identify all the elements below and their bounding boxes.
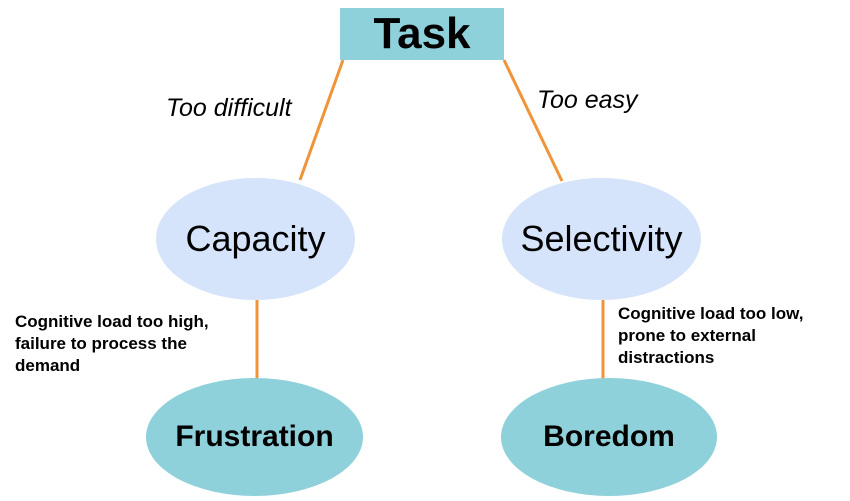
low-load-note-line: distractions xyxy=(618,348,715,367)
too-easy-label: Too easy xyxy=(537,86,638,114)
high-load-note-line: demand xyxy=(15,356,81,375)
low-load-note: Cognitive load too low, prone to externa… xyxy=(618,303,848,369)
selectivity-node: Selectivity xyxy=(502,178,701,300)
low-load-note-line: Cognitive load too low, xyxy=(618,304,804,323)
too-difficult-label: Too difficult xyxy=(166,94,292,122)
boredom-label: Boredom xyxy=(543,420,675,453)
boredom-node: Boredom xyxy=(501,378,717,496)
high-load-note-line: failure to process the xyxy=(15,334,187,353)
frustration-label: Frustration xyxy=(175,420,334,453)
selectivity-label: Selectivity xyxy=(520,218,683,259)
capacity-node: Capacity xyxy=(156,178,355,300)
task-box: Task xyxy=(340,8,504,60)
connector-task-selectivity xyxy=(502,59,564,182)
task-label: Task xyxy=(373,9,471,58)
connector-task-capacity xyxy=(298,59,345,181)
high-load-note: Cognitive load too high, failure to proc… xyxy=(15,311,255,377)
frustration-node: Frustration xyxy=(146,378,363,496)
high-load-note-line: Cognitive load too high, xyxy=(15,312,209,331)
capacity-label: Capacity xyxy=(185,218,326,259)
low-load-note-line: prone to external xyxy=(618,326,756,345)
